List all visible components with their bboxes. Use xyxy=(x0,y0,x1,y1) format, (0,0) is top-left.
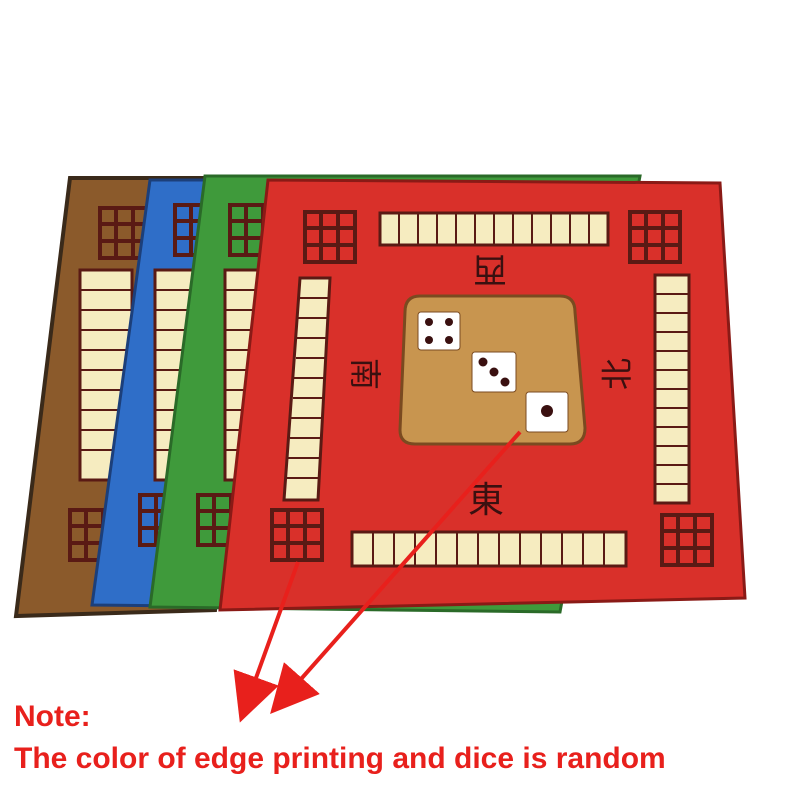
red-mat-tile-column-left xyxy=(282,276,332,502)
red-mat: 西 南 北 東 xyxy=(218,178,747,612)
note-title: Note: xyxy=(14,700,91,733)
red-mat-tile-column-right xyxy=(653,273,691,505)
red-mat-tile-row-bottom xyxy=(350,530,628,568)
die-four xyxy=(417,311,461,351)
die-one xyxy=(525,391,569,433)
wind-char-south: 南 xyxy=(346,358,384,390)
arrow-from-die xyxy=(270,430,522,714)
die-three xyxy=(471,351,517,393)
wind-char-west: 西 xyxy=(473,249,507,289)
wind-char-north: 北 xyxy=(598,358,636,390)
note-text: The color of edge printing and dice is r… xyxy=(14,742,666,775)
arrow-from-lattice xyxy=(233,561,300,723)
red-mat-tile-row-top xyxy=(378,211,610,247)
